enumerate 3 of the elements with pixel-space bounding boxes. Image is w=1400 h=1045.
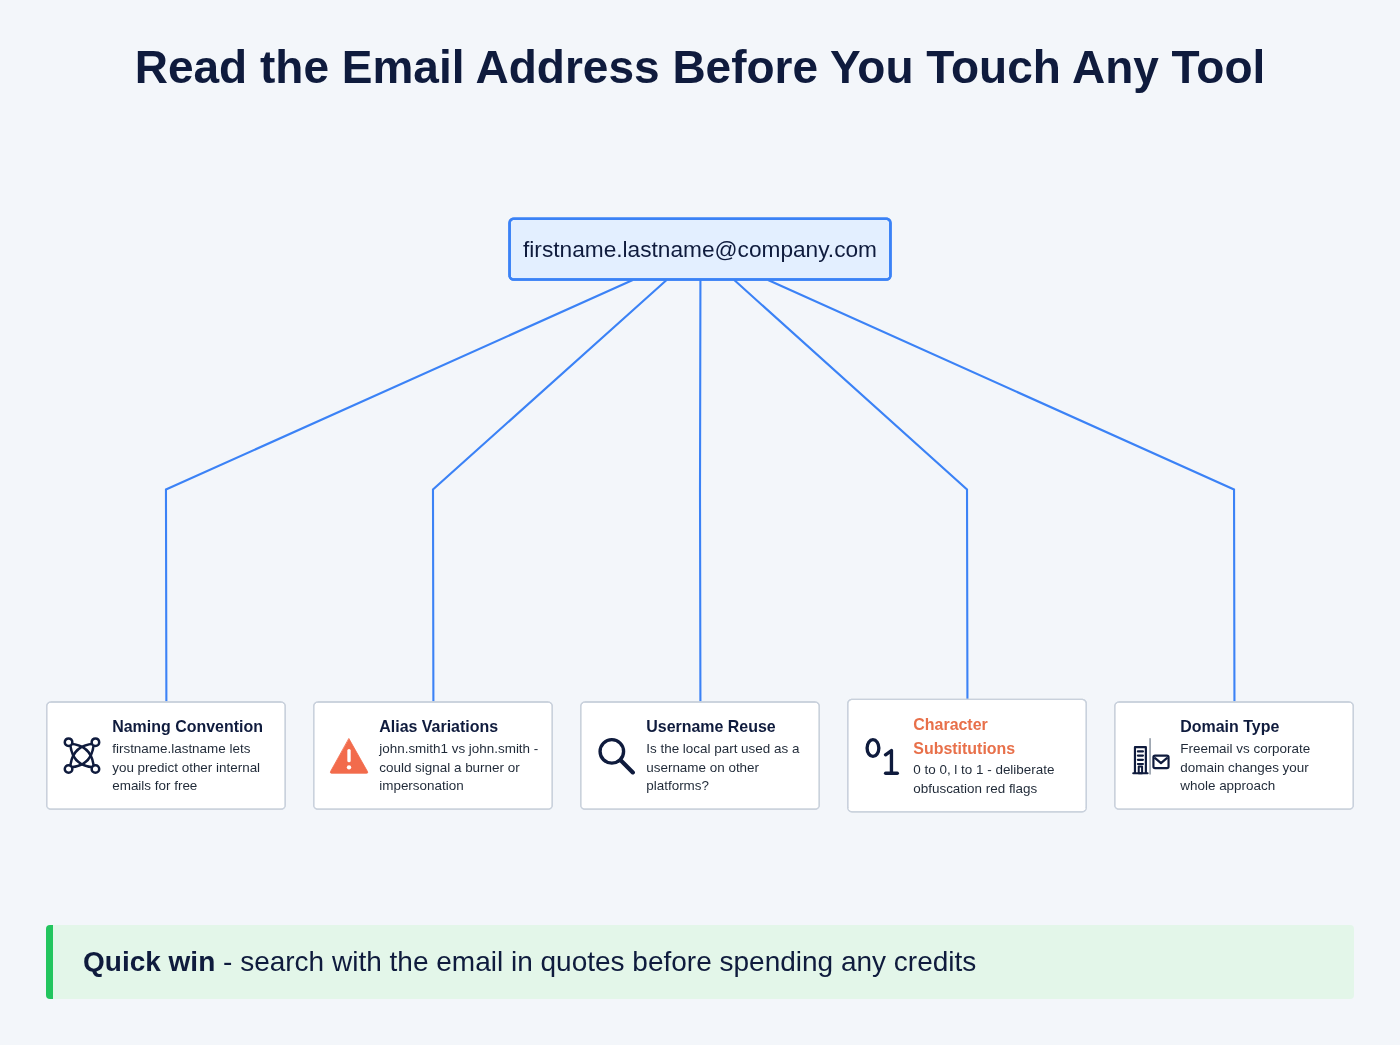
connector — [698, 279, 702, 703]
title: Read the Email Address Before You Touch Any Tool — [133, 40, 1267, 94]
tip-banner: Quick win - search with the email in quotes before spending any credits — [46, 925, 1354, 999]
